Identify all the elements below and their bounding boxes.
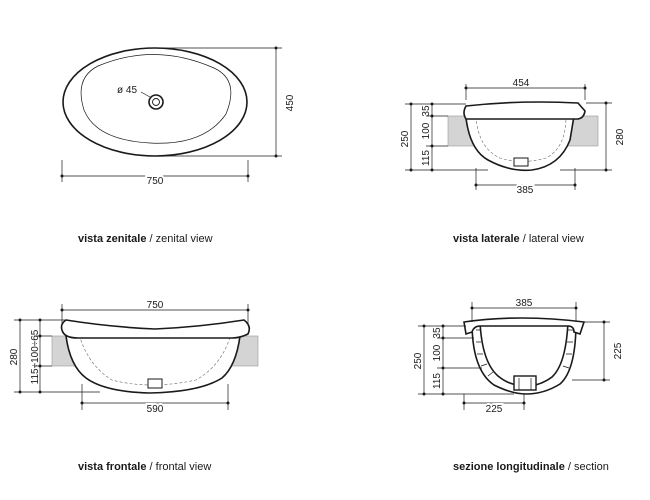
- dim-dot: [430, 144, 434, 148]
- dim-dot: [246, 308, 250, 312]
- section-drain: [513, 375, 537, 391]
- zenital-caption-bold: vista zenitale: [78, 233, 147, 245]
- frontal-bowl-body: [65, 335, 241, 394]
- dim-dot: [522, 401, 526, 405]
- zenital-caption: vista zenitale / zenital view: [78, 233, 213, 245]
- dim-35-label: 35: [432, 327, 443, 339]
- dim-dot: [422, 392, 426, 396]
- dim-dot: [246, 174, 250, 178]
- height-label: 280: [9, 348, 20, 365]
- dim-dot: [60, 174, 64, 178]
- lateral-bowl-inner: [475, 115, 567, 162]
- dim-dot: [226, 401, 230, 405]
- dim-dot: [441, 324, 445, 328]
- dim-dot: [573, 183, 577, 187]
- zenital-view: ø 45 750 450: [60, 46, 296, 189]
- dim-115-label: 115: [421, 150, 432, 166]
- stack-label: 115÷100÷65: [30, 329, 41, 384]
- dim-dot: [474, 183, 478, 187]
- lateral-bowl-body: [465, 115, 575, 172]
- dim-100-label: 100: [432, 344, 443, 361]
- depth-label: 450: [285, 94, 296, 111]
- lateral-caption-bold: vista laterale: [453, 233, 520, 245]
- frontal-view: 750 590 280 115÷100÷65: [9, 300, 259, 417]
- dim-dot: [274, 154, 278, 158]
- zenital-caption-rest: / zenital view: [146, 233, 213, 245]
- dim-100-label: 100: [421, 122, 432, 139]
- dim-115-label: 115: [432, 373, 443, 389]
- top-width-label: 385: [516, 298, 533, 309]
- right-height-label: 280: [615, 128, 626, 145]
- dim-dot: [604, 168, 608, 172]
- section-caption-bold: sezione longitudinale: [453, 461, 565, 473]
- frontal-caption: vista frontale / frontal view: [78, 461, 211, 473]
- dim-dot: [441, 392, 445, 396]
- dim-dot: [409, 168, 413, 172]
- bottom-width-label: 590: [147, 404, 164, 415]
- frontal-rim: [60, 319, 251, 339]
- dim-dot: [462, 401, 466, 405]
- dim-dot: [441, 336, 445, 340]
- drain-hole-inner: [152, 98, 160, 106]
- dim-dot: [430, 102, 434, 106]
- section-wall-hatch: [476, 329, 574, 377]
- dim-dot: [441, 366, 445, 370]
- width-label: 750: [147, 176, 164, 187]
- section-rim: [463, 317, 586, 336]
- bottom-width-label: 385: [517, 185, 534, 196]
- dim-dot: [38, 364, 42, 368]
- dim-dot: [422, 324, 426, 328]
- dim-dot: [574, 306, 578, 310]
- dim-dot: [38, 334, 42, 338]
- dim-dot: [18, 390, 22, 394]
- right-height-label: 225: [613, 342, 624, 359]
- frontal-drain: [147, 378, 163, 389]
- dim-dot: [80, 401, 84, 405]
- dim-dot: [60, 308, 64, 312]
- dim-dot: [430, 114, 434, 118]
- section-view: 385 225 35 100 115 250 225: [413, 298, 624, 417]
- lateral-caption-rest: / lateral view: [519, 233, 584, 245]
- hole-leader-line: [140, 91, 151, 98]
- dim-dot: [470, 306, 474, 310]
- dim-35-label: 35: [421, 105, 432, 117]
- dim-dot: [602, 378, 606, 382]
- dim-dot: [464, 86, 468, 90]
- frontal-caption-bold: vista frontale: [78, 461, 147, 473]
- dim-dot: [274, 46, 278, 50]
- dim-dot: [18, 318, 22, 322]
- dim-dot: [604, 101, 608, 105]
- dim-dot: [602, 320, 606, 324]
- top-width-label: 454: [513, 78, 530, 89]
- top-width-label: 750: [147, 300, 164, 311]
- bottom-width-label: 225: [486, 404, 503, 415]
- dim-dot: [583, 86, 587, 90]
- total-height-label: 250: [413, 352, 424, 369]
- lateral-caption: vista laterale / lateral view: [453, 233, 584, 245]
- frontal-caption-rest: / frontal view: [146, 461, 212, 473]
- dim-dot: [38, 318, 42, 322]
- hole-diameter-label: ø 45: [117, 85, 137, 96]
- section-caption: sezione longitudinale / section: [453, 461, 609, 473]
- basin-inner-line: [80, 54, 232, 144]
- section-caption-rest: / section: [564, 461, 609, 473]
- lateral-drain: [513, 157, 529, 167]
- dim-dot: [409, 102, 413, 106]
- total-height-label: 250: [400, 130, 411, 147]
- dim-dot: [430, 168, 434, 172]
- lateral-rim: [463, 101, 586, 120]
- dim-dot: [38, 390, 42, 394]
- lateral-view: 454 385 35 100 115 250 280: [400, 78, 626, 198]
